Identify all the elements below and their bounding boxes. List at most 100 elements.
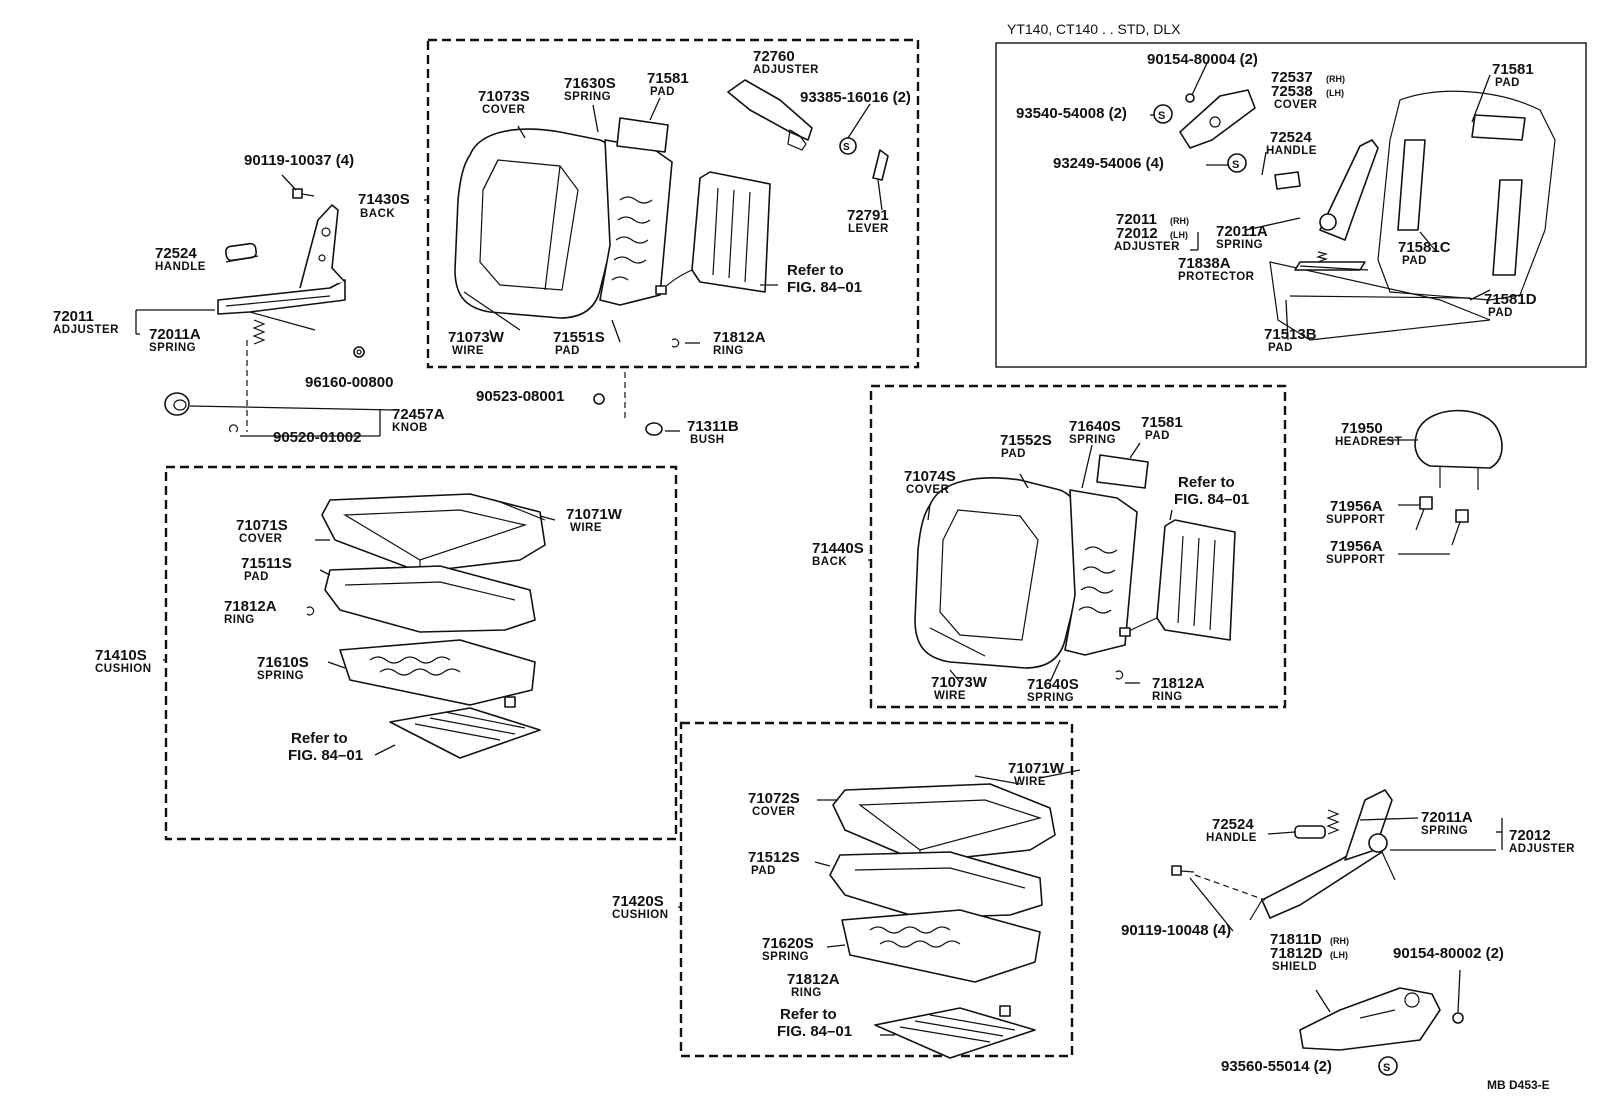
variant-detail-box bbox=[995, 42, 1587, 368]
label-part-number: 71420S bbox=[612, 893, 664, 910]
handle-left-illustration bbox=[225, 242, 257, 262]
label-part-name: COVER bbox=[1274, 99, 1318, 111]
label-refer-line2: FIG. 84–01 bbox=[777, 1023, 852, 1040]
label-part-name: RING bbox=[224, 614, 255, 626]
seat-back-spring-middle-illustration bbox=[1064, 489, 1138, 656]
label-part-number: 72524 bbox=[1270, 129, 1312, 146]
cushion-assembly-box-left bbox=[164, 465, 678, 841]
label-part-name: PAD bbox=[1402, 255, 1427, 267]
label-part-name: HANDLE bbox=[1206, 832, 1257, 844]
label-part-number: 71512S bbox=[748, 849, 800, 866]
label-part-number: 72011A bbox=[1421, 809, 1473, 826]
label-part-number: 71581 bbox=[1141, 414, 1183, 431]
label-part-number: 71956A bbox=[1330, 538, 1383, 555]
label-part-number: 93385-16016 (2) bbox=[800, 89, 911, 106]
label-part-name: SHIELD bbox=[1272, 961, 1317, 973]
label-part-number: 71630S bbox=[564, 75, 616, 92]
label-refer-line2: FIG. 84–01 bbox=[787, 279, 862, 296]
label-part-number: 93560-55014 (2) bbox=[1221, 1058, 1332, 1075]
label-part-name: SUPPORT bbox=[1326, 514, 1385, 526]
label-part-number: 71956A bbox=[1330, 498, 1383, 515]
seat-adjuster-right-illustration bbox=[1249, 789, 1396, 921]
label-part-number: 72012 bbox=[1116, 225, 1158, 242]
label-part-number: 71073W bbox=[448, 329, 505, 346]
label-part-name: SPRING bbox=[762, 951, 809, 963]
label-part-name: PROTECTOR bbox=[1178, 271, 1255, 283]
label-part-name: SPRING bbox=[257, 670, 304, 682]
label-part-name: BACK bbox=[360, 208, 395, 220]
label-part-number: 90523-08001 bbox=[476, 388, 564, 405]
headrest-support-1-illustration bbox=[1415, 496, 1433, 531]
variant-screw-s-illustrations: S S bbox=[1153, 104, 1247, 173]
knob-72457a-illustration bbox=[164, 392, 190, 416]
label-part-number: 71581 bbox=[647, 70, 689, 87]
label-part-number: 71311B bbox=[687, 418, 739, 435]
label-part-number: 90154-80004 (2) bbox=[1147, 51, 1258, 68]
variant-recliner-mechanism-illustration bbox=[1274, 139, 1379, 263]
svg-text:S: S bbox=[843, 142, 850, 153]
label-part-number: 71073W bbox=[931, 674, 988, 691]
clip-90520-illustration bbox=[228, 424, 239, 433]
label-part-name: KNOB bbox=[392, 422, 428, 434]
cushion-spring-bottom-illustration bbox=[841, 909, 1041, 983]
label-part-name: COVER bbox=[906, 484, 950, 496]
pad-71581-middle-illustration bbox=[1096, 454, 1149, 489]
back-assembly-box-middle bbox=[869, 384, 1287, 709]
label-part-name: RING bbox=[713, 345, 744, 357]
bush-71311b-illustration bbox=[645, 422, 663, 436]
label-refer-line2: FIG. 84–01 bbox=[288, 747, 363, 764]
label-part-name: WIRE bbox=[452, 345, 484, 357]
label-part-name: PAD bbox=[1001, 448, 1026, 460]
label-part-name: SPRING bbox=[1027, 692, 1074, 704]
pad-71581-top-illustration bbox=[616, 117, 669, 153]
handle-right-illustration bbox=[1294, 825, 1326, 839]
variant-title: YT140, CT140 . . STD, DLX bbox=[1007, 21, 1181, 37]
wire-71071w-bottom-illustration bbox=[974, 775, 1021, 785]
label-part-name: PAD bbox=[1145, 430, 1170, 442]
label-part-number: 72537 bbox=[1271, 69, 1313, 86]
label-side-qualifier: (RH) bbox=[1330, 936, 1349, 946]
svg-text:S: S bbox=[1383, 1062, 1390, 1074]
label-part-name: HANDLE bbox=[155, 261, 206, 273]
heater-pad-middle-illustration bbox=[1119, 519, 1236, 641]
label-part-name: COVER bbox=[239, 533, 283, 545]
cushion-pad-left-illustration bbox=[324, 565, 536, 633]
seat-back-cover-illustration bbox=[454, 128, 623, 319]
svg-text:S: S bbox=[1232, 159, 1239, 171]
label-part-number: 71640S bbox=[1069, 418, 1121, 435]
label-part-name: PAD bbox=[1268, 342, 1293, 354]
label-refer-line1: Refer to bbox=[780, 1006, 837, 1023]
label-part-name: BACK bbox=[812, 556, 847, 568]
cushion-cover-bottom-illustration bbox=[832, 783, 1056, 863]
seat-adjuster-left-illustration bbox=[217, 204, 346, 331]
label-part-number: 72012 bbox=[1509, 827, 1551, 844]
label-part-name: PAD bbox=[650, 86, 675, 98]
label-part-number: 71551S bbox=[553, 329, 605, 346]
label-part-number: 71620S bbox=[762, 935, 814, 952]
label-part-number: 71640S bbox=[1027, 676, 1079, 693]
cushion-cover-left-illustration bbox=[321, 493, 546, 573]
label-part-number: 71838A bbox=[1178, 255, 1231, 272]
label-part-number: 71440S bbox=[812, 540, 864, 557]
label-part-name: ADJUSTER bbox=[53, 324, 119, 336]
wire-71071w-left-illustration bbox=[494, 499, 546, 521]
label-part-name: ADJUSTER bbox=[1114, 241, 1180, 253]
label-part-number: 90119-10048 (4) bbox=[1121, 922, 1231, 939]
label-part-number: 71071W bbox=[566, 506, 623, 523]
label-refer-line1: Refer to bbox=[291, 730, 348, 747]
wire-71073w-top-illustration bbox=[463, 291, 521, 331]
label-part-number: 90520-01002 bbox=[273, 429, 361, 446]
back-assembly-box-top bbox=[426, 38, 920, 369]
label-part-number: 90154-80002 (2) bbox=[1393, 945, 1504, 962]
nut-90154-80002-illustration bbox=[1452, 1012, 1464, 1024]
label-part-number: 71071S bbox=[236, 517, 288, 534]
svg-text:S: S bbox=[1158, 110, 1165, 122]
label-part-number: 72524 bbox=[155, 245, 197, 262]
adjuster-spring-left-illustration bbox=[252, 319, 266, 345]
label-part-number: 71511S bbox=[241, 555, 292, 572]
label-part-number: 72011A bbox=[149, 326, 201, 343]
wire-71073w-middle-illustration bbox=[929, 627, 986, 657]
label-part-number: 71074S bbox=[904, 468, 956, 485]
label-part-number: 93249-54006 (4) bbox=[1053, 155, 1164, 172]
